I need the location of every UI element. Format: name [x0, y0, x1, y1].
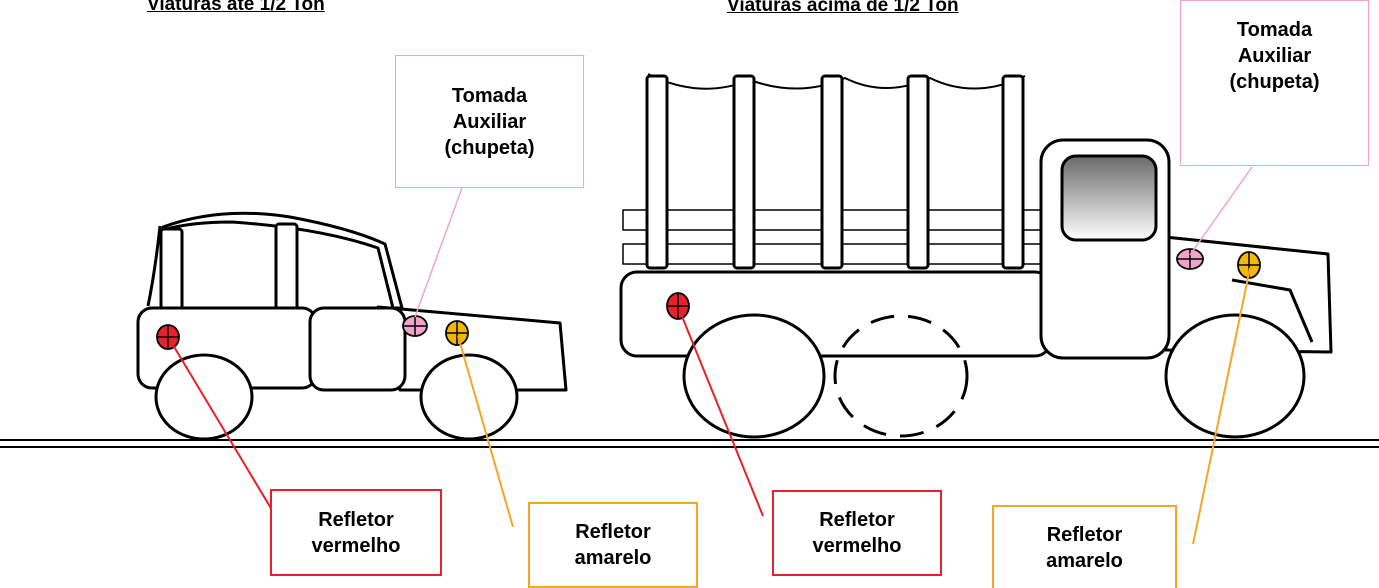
light-vehicle-amber-reflector-icon	[445, 320, 469, 346]
truck-rear-wheel	[682, 313, 826, 439]
light-vehicle-post-rear	[159, 227, 184, 311]
callout-line: Refletor	[1046, 523, 1123, 546]
truck-tandem-wheel	[833, 314, 969, 438]
leader-refletor-amarelo-left	[457, 335, 514, 528]
callout-refletor-vermelho-left: Refletor vermelho	[270, 489, 442, 576]
light-vehicle-front-wheel	[419, 353, 519, 441]
leader-refletor-vermelho-right	[678, 308, 764, 517]
truck-cargo-post	[1001, 74, 1025, 270]
truck-socket-icon	[1176, 248, 1204, 270]
truck-cargo-post	[820, 74, 844, 270]
ground-line	[0, 439, 1379, 448]
light-vehicle-door	[308, 306, 407, 392]
light-vehicle-red-reflector-icon	[156, 324, 180, 350]
heading-light-vehicles: Viaturas até 1/2 Ton	[147, 0, 325, 15]
callout-line: Tomada	[1236, 19, 1313, 41]
callout-line: (chupeta)	[444, 136, 535, 159]
truck	[619, 73, 1333, 439]
leader-refletor-amarelo-right	[1192, 267, 1251, 545]
truck-tarp	[647, 73, 1026, 90]
callout-refletor-vermelho-right: Refletor vermelho	[772, 490, 942, 576]
light-vehicle	[136, 211, 568, 441]
truck-cargo-post	[732, 74, 756, 270]
callout-line: Auxiliar	[1237, 45, 1312, 67]
truck-cargo-post	[645, 74, 669, 270]
leader-tomada-right	[1189, 166, 1253, 256]
callout-line: amarelo	[574, 547, 652, 569]
truck-front-wheel	[1164, 313, 1306, 439]
callout-line: amarelo	[1046, 549, 1123, 572]
truck-cab-window	[1060, 154, 1158, 242]
leader-refletor-vermelho-left	[169, 339, 276, 516]
light-vehicle-socket-icon	[402, 315, 428, 337]
truck-cargo-post	[906, 74, 930, 270]
callout-tomada-auxiliar-left: Tomada Auxiliar (chupeta)	[395, 55, 584, 188]
callout-line: Refletor	[318, 508, 394, 531]
leader-lines	[169, 166, 1253, 545]
callout-line: Refletor	[575, 521, 651, 543]
heading-heavy-vehicles: Viaturas acima de 1/2 Ton	[727, 0, 959, 16]
callout-line: (chupeta)	[1229, 71, 1320, 93]
callout-line: Refletor	[819, 509, 895, 531]
callout-tomada-auxiliar-right: Tomada Auxiliar (chupeta)	[1180, 0, 1369, 166]
callout-line: vermelho	[311, 534, 401, 557]
callout-line: Tomada	[451, 84, 528, 107]
callout-refletor-amarelo-left: Refletor amarelo	[528, 502, 698, 588]
callout-line: vermelho	[812, 535, 902, 557]
truck-red-reflector-icon	[666, 292, 690, 320]
callout-line: Auxiliar	[452, 110, 527, 133]
truck-fender	[1231, 278, 1314, 343]
callout-refletor-amarelo-right: Refletor amarelo	[992, 505, 1177, 588]
leader-tomada-left	[414, 187, 463, 318]
light-vehicle-post-mid	[274, 222, 299, 312]
